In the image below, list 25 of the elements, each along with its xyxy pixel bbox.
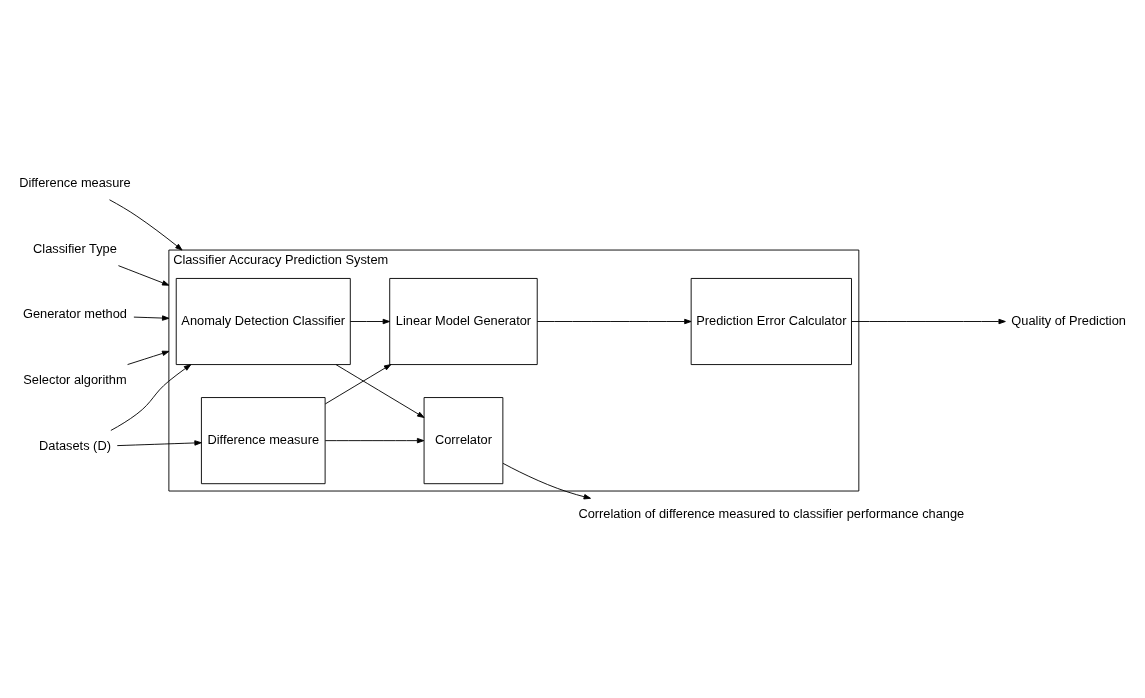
arrow xyxy=(324,364,392,405)
arrow xyxy=(109,199,183,251)
arrow xyxy=(133,315,170,321)
node-text: Quality of Prediction xyxy=(1011,312,1126,328)
node-text: Datasets (D) xyxy=(39,438,111,454)
arrow xyxy=(127,350,170,365)
node-text: Generator method xyxy=(22,306,127,322)
node-box: Anomaly Detection Classifier xyxy=(175,278,351,366)
node-text: Difference measure xyxy=(19,174,131,190)
arrow xyxy=(536,318,692,325)
arrow xyxy=(324,437,425,444)
arrow xyxy=(117,265,170,286)
arrow xyxy=(349,318,390,325)
node-text: Classifier Type xyxy=(33,240,117,256)
node-box: Correlator xyxy=(423,397,504,485)
arrow xyxy=(851,318,1006,325)
node-box: Difference measure xyxy=(200,397,326,485)
arrow xyxy=(335,364,425,418)
node-text: Correlation of difference measured to classifier performance change xyxy=(578,506,965,522)
arrow xyxy=(502,462,591,500)
node-box: Prediction Error Calculator xyxy=(690,278,852,366)
arrow xyxy=(110,364,192,431)
node-box: Linear Model Generator xyxy=(389,278,538,366)
node-text: Selector algorithm xyxy=(23,372,127,388)
arrow xyxy=(116,440,202,447)
